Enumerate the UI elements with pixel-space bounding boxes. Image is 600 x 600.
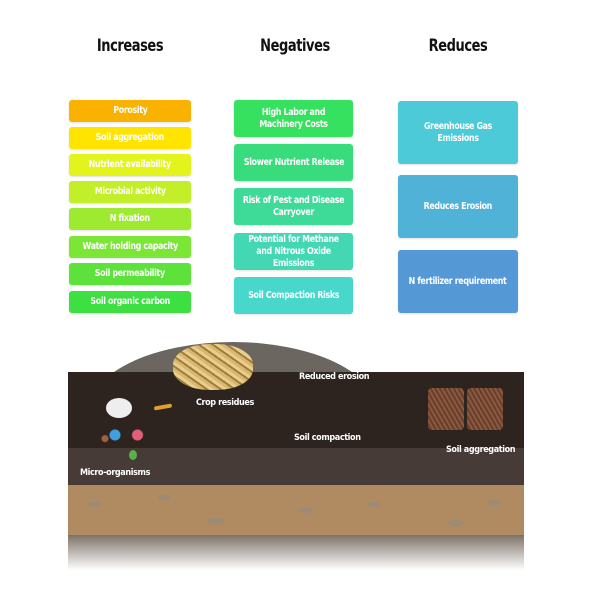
box-label: Porosity	[112, 105, 148, 116]
box-label: Soil organic carbon	[90, 296, 170, 307]
box-increases-water-holding-capacity: Water holding capacity	[69, 236, 191, 258]
box-label: Reduces Erosion	[423, 200, 493, 212]
subsoil-layer	[68, 448, 524, 488]
box-increases-microbial-activity: Microbial activity	[69, 181, 191, 203]
box-label: Microbial activity	[94, 186, 166, 197]
box-label: Greenhouse Gas Emissions	[424, 120, 492, 144]
box-label: Nutrient availability	[88, 159, 172, 170]
box-label: Water holding capacity	[82, 241, 178, 252]
pebble	[208, 518, 224, 524]
box-negatives-potential-for-methane-and-nitrous-oxide-emissions: Potential for Methane and Nitrous Oxide …	[234, 233, 353, 270]
pebble	[488, 500, 500, 505]
sandy-layer	[68, 485, 524, 540]
box-reduces-reduces-erosion: Reduces Erosion	[398, 175, 518, 238]
mouse-icon	[106, 398, 132, 418]
box-label: Risk of Pest and Disease Carryover	[242, 194, 345, 218]
box-label: Slower Nutrient Release	[243, 156, 344, 168]
label-soil-aggregation: Soil aggregation	[446, 445, 516, 455]
box-label: Potential for Methane and Nitrous Oxide …	[248, 233, 339, 269]
microbes-icon	[100, 426, 150, 444]
pebble	[158, 495, 170, 500]
box-reduces-greenhouse-gas-emissions: Greenhouse Gas Emissions	[398, 101, 518, 164]
box-label: Soil permeability	[94, 268, 165, 279]
heading-reduces: Reduces	[428, 36, 488, 56]
soil-cross-section: Reduced erosion Crop residues Soil compa…	[68, 330, 524, 570]
label-reduced-erosion: Reduced erosion	[299, 372, 370, 382]
box-negatives-slower-nutrient-release: Slower Nutrient Release	[234, 144, 353, 181]
crop-residues-icon	[173, 344, 253, 390]
microbe-green-icon	[129, 450, 137, 460]
pebble	[88, 502, 102, 507]
box-increases-n-fixation: N fixation	[69, 208, 191, 230]
pebble	[448, 520, 464, 526]
soil-aggregate-icon	[428, 388, 464, 430]
box-label: Soil Compaction Risks	[248, 289, 339, 301]
pebble	[298, 508, 312, 513]
box-increases-soil-aggregation: Soil aggregation	[69, 127, 191, 149]
box-increases-nutrient-availability: Nutrient availability	[69, 154, 191, 176]
box-label: N fertilizer requirement	[409, 275, 507, 287]
label-crop-residues: Crop residues	[196, 398, 254, 408]
box-reduces-n-fertilizer-requirement: N fertilizer requirement	[398, 250, 518, 313]
label-soil-compaction: Soil compaction	[294, 433, 361, 443]
rock-layer	[68, 535, 524, 570]
box-increases-porosity: Porosity	[69, 100, 191, 122]
box-label: High Labor and Machinery Costs	[259, 106, 328, 130]
pebble	[368, 502, 380, 507]
box-negatives-high-labor-and-machinery-costs: High Labor and Machinery Costs	[234, 100, 353, 137]
heading-negatives: Negatives	[260, 36, 330, 56]
box-increases-soil-permeability: Soil permeability	[69, 263, 191, 285]
box-label: N fixation	[109, 213, 151, 224]
box-negatives-soil-compaction-risks: Soil Compaction Risks	[234, 277, 353, 314]
label-micro-organisms: Micro-organisms	[80, 468, 150, 478]
box-increases-soil-organic-carbon: Soil organic carbon	[69, 291, 191, 313]
box-negatives-risk-of-pest-and-disease-carryover: Risk of Pest and Disease Carryover	[234, 188, 353, 225]
box-label: Soil aggregation	[95, 132, 165, 143]
heading-increases: Increases	[96, 36, 164, 56]
soil-aggregate-icon	[467, 388, 503, 430]
